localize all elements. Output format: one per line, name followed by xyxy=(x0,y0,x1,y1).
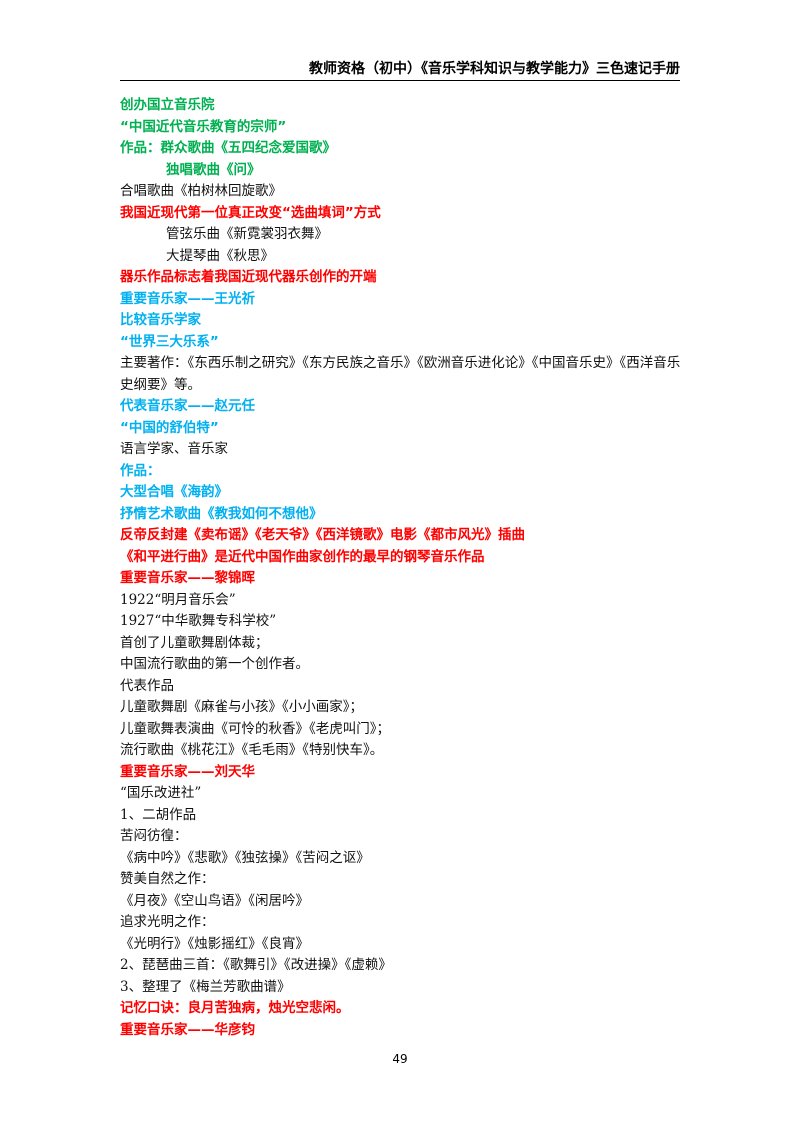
text-line: “中国的舒伯特” xyxy=(120,419,219,436)
text-line: 大提琴曲《秋思》 xyxy=(166,247,274,264)
text-line: 中国流行歌曲的第一个创作者。 xyxy=(120,656,309,672)
text-line: 独唱歌曲《问》 xyxy=(166,161,261,178)
text-line: 赞美自然之作： xyxy=(120,871,215,887)
text-line: 儿童歌舞剧《麻雀与小孩》《小小画家》； xyxy=(120,699,363,715)
text-line: 我国近现代第一位真正改变“选曲填词”方式 xyxy=(120,204,381,221)
document-body: 创办国立音乐院 “中国近代音乐教育的宗师” 作品：群众歌曲《五四纪念爱国歌》独唱歌曲… xyxy=(120,95,685,1041)
text-line: 反帝反封建《卖布谣》《老天爷》《西洋镜歌》电影《都市风光》插曲 xyxy=(120,527,525,543)
text-line: 管弦乐曲《新霓裳羽衣舞》 xyxy=(166,226,328,242)
text-line: 1922“明月音乐会” xyxy=(120,591,236,608)
text-line: 《月夜》《空山鸟语》《闲居吟》 xyxy=(120,892,309,909)
text-line: 代表作品 xyxy=(120,677,174,694)
text-line: 合唱歌曲《柏树林回旋歌》 xyxy=(120,183,282,199)
text-line: 流行歌曲《桃花江》《毛毛雨》《特别快车》。 xyxy=(120,742,384,758)
text-line: 代表音乐家——赵元任 xyxy=(120,398,255,414)
text-line: 器乐作品标志着我国近现代器乐创作的开端 xyxy=(120,269,377,285)
text-line: 1、二胡作品 xyxy=(120,806,197,823)
text-line: 2、琵琶曲三首：《歌舞引》《改进操》《虚赖》 xyxy=(120,957,392,973)
text-line: “国乐改进社” xyxy=(120,785,202,801)
text-line: 重要音乐家——华彦钧 xyxy=(120,1021,255,1038)
text-line: 作品： xyxy=(120,462,161,479)
text-line: 重要音乐家——刘天华 xyxy=(120,763,255,780)
text-line: 比较音乐学家 xyxy=(120,312,201,328)
header-divider xyxy=(120,80,680,81)
text-line: 创办国立音乐院 xyxy=(120,97,215,113)
text-line: 3、整理了《梅兰芳歌曲谱》 xyxy=(120,978,291,995)
text-line: 追求光明之作： xyxy=(120,914,215,930)
text-line: 1927“中华歌舞专科学校” xyxy=(120,613,277,629)
text-line: 重要音乐家——王光祈 xyxy=(120,290,255,307)
text-line: 《病中吟》《悲歌》《独弦操》《苦闷之讴》 xyxy=(120,849,370,866)
text-line: 抒情艺术歌曲《教我如何不想他》 xyxy=(120,505,323,522)
text-line: 儿童歌舞表演曲《可怜的秋香》《老虎叫门》； xyxy=(120,720,390,737)
text-line: 重要音乐家——黎锦晖 xyxy=(120,570,255,586)
text-line: 作品：群众歌曲《五四纪念爱国歌》 xyxy=(120,140,336,156)
text-line: 《和平进行曲》是近代中国作曲家创作的最早的钢琴音乐作品 xyxy=(120,548,485,565)
text-line: 《光明行》《烛影摇红》《良宵》 xyxy=(120,935,309,952)
text-line: 大型合唱《海韵》 xyxy=(120,484,228,500)
text-line: 首创了儿童歌舞剧体裁； xyxy=(120,634,269,651)
text-line: 记忆口诀：良月苦独病，烛光空悲闲。 xyxy=(120,1000,350,1016)
text-line: 语言学家、音乐家 xyxy=(120,441,228,457)
page-header-title: 教师资格（初中）《音乐学科知识与教学能力》三色速记手册 xyxy=(309,61,680,77)
text-line: “世界三大乐系” xyxy=(120,333,219,350)
page-number: 49 xyxy=(392,1052,408,1066)
text-line: “中国近代音乐教育的宗师” xyxy=(120,118,287,135)
text-line: 苦闷彷徨： xyxy=(120,828,188,844)
text-line: 主要著作：《东西乐制之研究》《东方民族之音乐》《欧洲音乐进化论》《中国音乐史》《… xyxy=(120,355,681,393)
